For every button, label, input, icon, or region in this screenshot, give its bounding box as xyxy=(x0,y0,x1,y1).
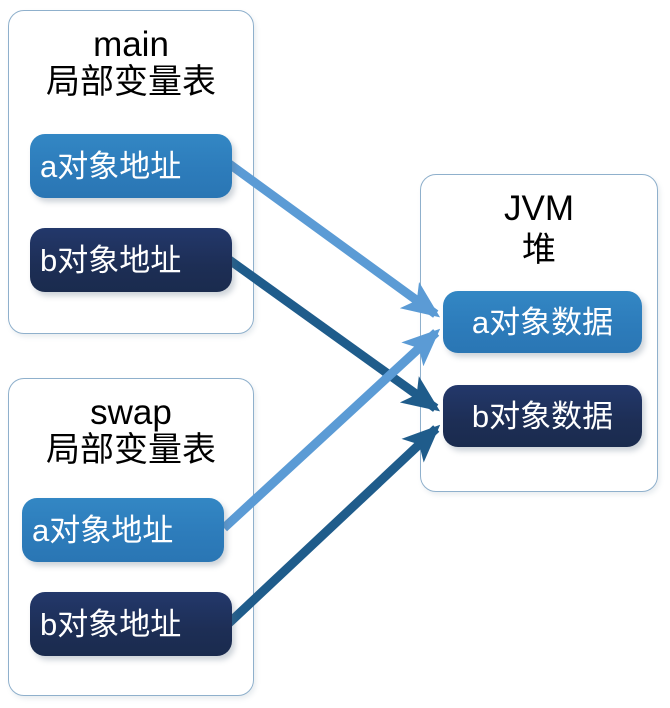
main-slot-b[interactable]: b对象地址 xyxy=(30,228,232,292)
main-frame-title-line2: 局部变量表 xyxy=(46,63,216,101)
swap-frame-title-line2: 局部变量表 xyxy=(46,431,216,469)
swap-frame-title-line1: swap xyxy=(90,393,172,432)
swap-slot-a[interactable]: a对象地址 xyxy=(22,498,224,562)
main-frame-title-line1: main xyxy=(93,25,169,64)
heap-slot-b[interactable]: b对象数据 xyxy=(443,385,642,447)
arrow-swap-b-to-heap-b xyxy=(224,424,441,628)
heap-frame-title-line2: 堆 xyxy=(522,231,556,269)
heap-slot-a-label: a对象数据 xyxy=(471,304,614,340)
arrow-main-b-to-heap-b xyxy=(225,255,441,412)
main-slot-b-label: b对象地址 xyxy=(40,242,182,278)
main-slot-a[interactable]: a对象地址 xyxy=(30,134,232,198)
swap-slot-b-label: b对象地址 xyxy=(40,606,182,642)
heap-slot-a[interactable]: a对象数据 xyxy=(443,291,642,353)
swap-slot-a-label: a对象地址 xyxy=(32,512,174,548)
arrow-main-a-to-heap-a xyxy=(225,159,441,318)
main-slot-a-label: a对象地址 xyxy=(40,148,182,184)
heap-frame-title-line1: JVM xyxy=(504,189,574,228)
heap-slot-b-label: b对象数据 xyxy=(471,398,614,434)
arrow-swap-a-to-heap-a xyxy=(220,328,441,532)
swap-slot-b[interactable]: b对象地址 xyxy=(30,592,232,656)
